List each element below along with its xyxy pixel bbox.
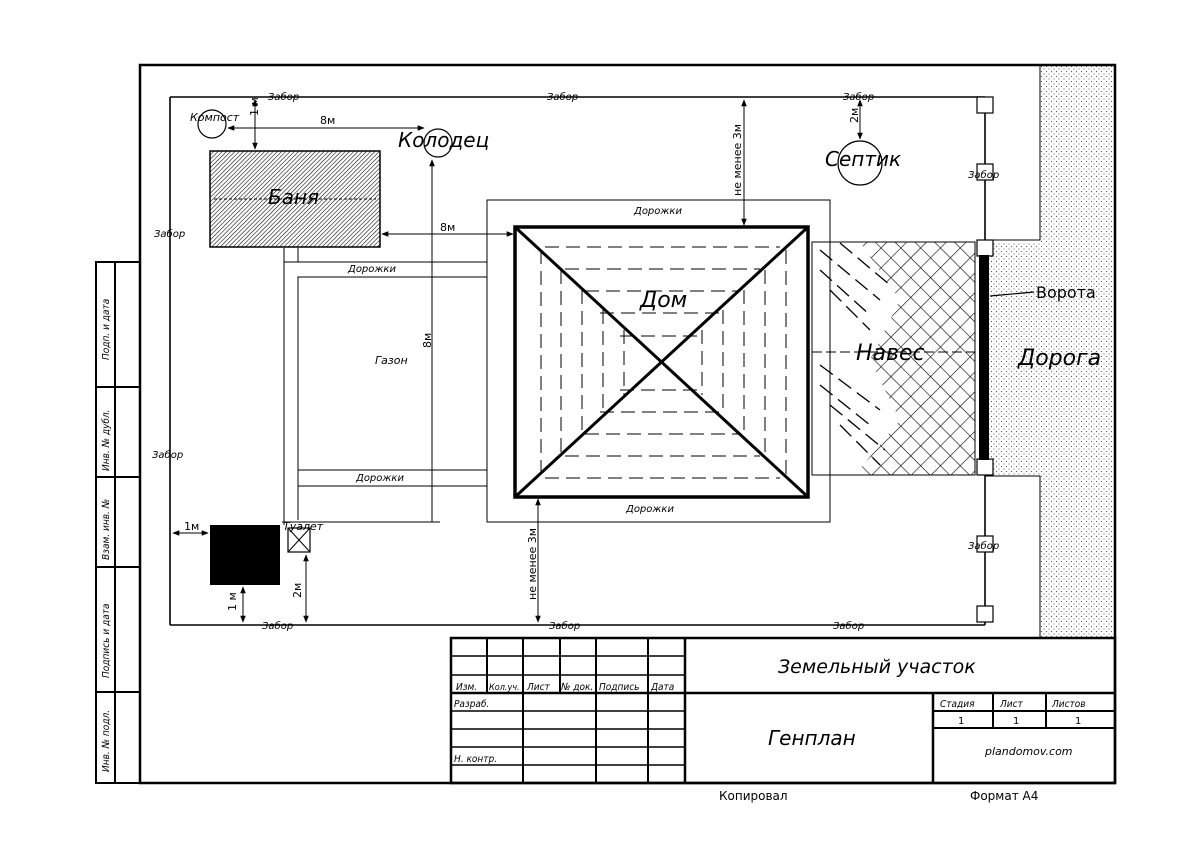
toilet-label: Туалет bbox=[283, 520, 324, 533]
tb-project-title: Земельный участок bbox=[778, 656, 976, 678]
compost-label: Компост bbox=[190, 111, 240, 124]
tb-role-developed: Разраб. bbox=[454, 698, 489, 710]
dim-compost-well: 8м bbox=[320, 114, 335, 127]
tb-format: Формат А4 bbox=[970, 789, 1038, 803]
canopy-label: Навес bbox=[856, 341, 925, 366]
fence-post bbox=[976, 96, 994, 114]
dim-bath-house: 8м bbox=[440, 221, 455, 234]
dim-toilet-fence-left: 1м bbox=[184, 520, 199, 533]
dim-well-toilet: 8м bbox=[421, 333, 434, 348]
fence-label: Забор bbox=[262, 620, 293, 632]
well bbox=[423, 128, 453, 158]
fence-label: Забор bbox=[154, 228, 185, 240]
fence-post bbox=[976, 535, 994, 553]
dim-septic-fence: 2м bbox=[848, 108, 861, 123]
tb-header-sheet: Лист bbox=[526, 682, 551, 693]
fence-line bbox=[169, 96, 986, 626]
tb-header-docno: № док. bbox=[560, 682, 593, 693]
path-label: Дорожки bbox=[633, 206, 682, 217]
septic-tank bbox=[837, 140, 883, 186]
dim-toilet-fence-side: 2м bbox=[291, 583, 304, 598]
gate bbox=[979, 255, 989, 460]
dim-house-bottom: не менее 3м bbox=[526, 528, 539, 600]
fence-label: Забор bbox=[547, 91, 578, 103]
dim-house-top: не менее 3м bbox=[731, 124, 744, 196]
garden-paths bbox=[283, 199, 831, 525]
tb-copied: Копировал bbox=[719, 789, 788, 803]
gate-label: Ворота bbox=[1036, 283, 1096, 302]
fence-post bbox=[976, 239, 994, 257]
road-entrance bbox=[985, 242, 1040, 475]
tb-stage-value: 1 bbox=[958, 716, 964, 727]
tb-sheet-header: Лист bbox=[999, 699, 1024, 710]
canopy-hatch bbox=[812, 242, 975, 475]
tb-header-signature: Подпись bbox=[599, 682, 639, 693]
tb-sheets-value: 1 bbox=[1075, 716, 1081, 727]
tb-header-change: Изм. bbox=[456, 682, 477, 693]
well-label: Колодец bbox=[398, 128, 489, 152]
fence-label: Забор bbox=[549, 620, 580, 632]
stamp-mut-inv: Взам. инв. № bbox=[101, 499, 112, 560]
tb-header-date: Дата bbox=[650, 682, 674, 693]
fence-label: Забор bbox=[152, 449, 183, 461]
tb-stage-header: Стадия bbox=[940, 699, 975, 710]
fence-post bbox=[976, 163, 994, 181]
stamp-inv-orig: Инв. № подл. bbox=[101, 710, 112, 772]
fence-label: Забор bbox=[968, 540, 999, 552]
tb-role-norm-control: Н. контр. bbox=[454, 754, 497, 765]
fence-label: Забор bbox=[968, 169, 999, 181]
path-label: Дорожки bbox=[625, 504, 674, 515]
title-block bbox=[449, 636, 1117, 785]
road-area bbox=[1040, 66, 1114, 638]
tb-sheets-header: Листов bbox=[1051, 699, 1086, 710]
house-label: Дом bbox=[639, 288, 687, 313]
dim-toilet-fence-bottom: 1 м bbox=[226, 592, 239, 611]
fence-label: Забор bbox=[268, 91, 299, 103]
tb-sheet-value: 1 bbox=[1013, 716, 1019, 727]
toilet-building bbox=[210, 525, 280, 585]
compost-pit bbox=[197, 109, 227, 139]
bath-label: Баня bbox=[268, 185, 319, 209]
fence-label: Забор bbox=[843, 91, 874, 103]
stamp-sign-date-top: Подп. и дата bbox=[101, 299, 112, 360]
fence-label: Забор bbox=[833, 620, 864, 632]
fence-post bbox=[976, 605, 994, 623]
tb-header-qty: Кол.уч. bbox=[489, 683, 520, 693]
side-stamp bbox=[95, 261, 141, 784]
dim-compost-fence: 1 м bbox=[248, 97, 261, 116]
house bbox=[513, 225, 810, 499]
lawn-label: Газон bbox=[375, 354, 408, 367]
stamp-sign-date: Подпись и дата bbox=[101, 603, 112, 678]
tb-website: plandomov.com bbox=[984, 745, 1073, 758]
septic-label: Септик bbox=[825, 147, 901, 171]
tb-sheet-title: Генплан bbox=[768, 726, 856, 750]
stamp-inv-dup: Инв. № дубл. bbox=[100, 409, 112, 471]
road-label: Дорога bbox=[1017, 346, 1101, 371]
path-label: Дорожки bbox=[355, 473, 404, 484]
fence-post bbox=[976, 458, 994, 476]
path-label: Дорожки bbox=[347, 264, 396, 275]
